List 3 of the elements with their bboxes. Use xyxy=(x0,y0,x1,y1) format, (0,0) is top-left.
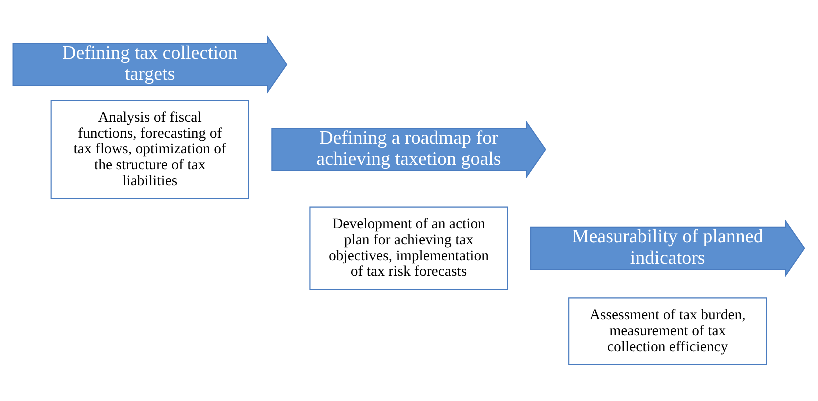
node-box: Analysis of fiscal functions, forecasting of tax flows, optimization of the structure of tax liabilities xyxy=(50,100,250,199)
node-box: Assessment of tax burden, measurement of tax collection efficiency xyxy=(568,297,768,365)
node-box: Development of an action plan for achieving tax objectives, implementation of tax risk forecasts xyxy=(310,206,508,290)
